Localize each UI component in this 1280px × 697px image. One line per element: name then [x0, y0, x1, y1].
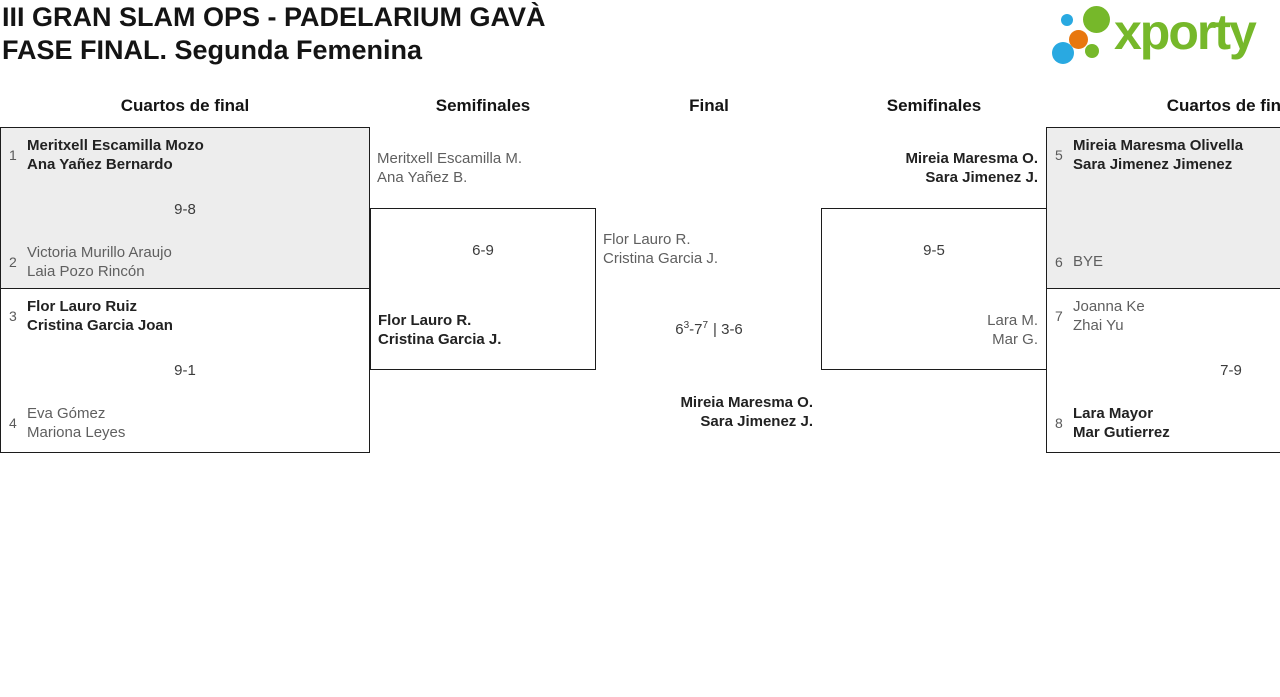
team-row: 2 Victoria Murillo Araujo Laia Pozo Rinc…: [1, 243, 369, 281]
player-name: Sara Jimenez J.: [925, 169, 1038, 186]
player-name: Flor Lauro R.: [378, 312, 472, 329]
match-score: 9-5: [923, 242, 945, 259]
team-players: Victoria Murillo Araujo Laia Pozo Rincón: [27, 243, 172, 281]
match-score: 7-9: [1220, 362, 1242, 379]
score-remaining-sets: | 3-6: [713, 321, 743, 338]
team-players: Flor Lauro Ruiz Cristina Garcia Joan: [27, 297, 173, 335]
match-score: 9-8: [174, 201, 196, 218]
logo-dot-icon: [1083, 6, 1110, 33]
player-name: Cristina Garcia J.: [378, 331, 502, 348]
final-match-score: 63-77 | 3-6: [596, 320, 822, 339]
player-name: Mariona Leyes: [27, 424, 126, 441]
logo-dot-icon: [1085, 44, 1099, 58]
player-name: Lara M.: [987, 312, 1038, 329]
team-players: Lara M. Mar G.: [987, 311, 1038, 349]
logo-dot-icon: [1061, 14, 1073, 26]
player-name: Mireia Maresma O.: [680, 394, 813, 411]
team-row: 4 Eva Gómez Mariona Leyes: [1, 404, 369, 442]
player-name: Eva Gómez: [27, 405, 106, 422]
team-players: Lara Mayor Mar Gutierrez: [1073, 404, 1170, 442]
round-header-sf-right: Semifinales: [886, 96, 982, 115]
player-name: Joanna Ke: [1073, 298, 1145, 315]
team-players: Meritxell Escamilla Mozo Ana Yañez Berna…: [27, 136, 204, 174]
team-row: 5 Mireia Maresma Olivella Sara Jimenez J…: [1047, 136, 1280, 174]
page-title: III GRAN SLAM OPS - PADELARIUM GAVÀ FASE…: [2, 1, 546, 67]
player-name: Cristina Garcia Joan: [27, 317, 173, 334]
team-players: Joanna Ke Zhai Yu: [1073, 297, 1145, 335]
player-name: Victoria Murillo Araujo: [27, 244, 172, 261]
team-row: 7 Joanna Ke Zhai Yu: [1047, 297, 1280, 335]
team-players: Flor Lauro R. Cristina Garcia J.: [603, 230, 718, 268]
logo-wordmark: xporty: [1114, 4, 1257, 60]
team-row: 8 Lara Mayor Mar Gutierrez: [1047, 404, 1280, 442]
round-header-sf-left: Semifinales: [435, 96, 531, 115]
round-header-qf-right: Cuartos de final: [1166, 96, 1280, 115]
match-score: 6-9: [472, 242, 494, 259]
match-box-sf-left: 6-9 Flor Lauro R. Cristina Garcia J.: [370, 208, 596, 370]
team-row: 6 BYE: [1047, 252, 1280, 271]
player-name: Meritxell Escamilla M.: [377, 150, 523, 167]
player-name: Mar G.: [992, 331, 1038, 348]
round-header-final: Final: [689, 96, 729, 115]
team-seed: 3: [9, 308, 17, 324]
team-seed: 4: [9, 415, 17, 431]
player-name: Sara Jimenez J.: [700, 413, 813, 430]
match-box-qf-left-2: 3 Flor Lauro Ruiz Cristina Garcia Joan 9…: [0, 288, 370, 453]
score-separator: -: [689, 321, 695, 338]
team-players: BYE: [1073, 252, 1103, 271]
score-set2-tiebreak: 7: [702, 320, 709, 331]
score-set1-tiebreak: 3: [683, 320, 690, 331]
tournament-title: III GRAN SLAM OPS - PADELARIUM GAVÀ: [2, 2, 546, 32]
team-row: 3 Flor Lauro Ruiz Cristina Garcia Joan: [1, 297, 369, 335]
team-seed: 5: [1055, 147, 1063, 163]
player-name: Ana Yañez Bernardo: [27, 156, 173, 173]
player-name: Mar Gutierrez: [1073, 424, 1170, 441]
team-players: Flor Lauro R. Cristina Garcia J.: [378, 311, 501, 349]
player-name: Lara Mayor: [1073, 405, 1154, 422]
team-players: Mireia Maresma O. Sara Jimenez J.: [680, 393, 813, 431]
player-name: Cristina Garcia J.: [603, 250, 719, 267]
match-box-qf-right-1: 5 Mireia Maresma Olivella Sara Jimenez J…: [1046, 127, 1280, 289]
player-name: Mireia Maresma O.: [905, 150, 1038, 167]
round-header-qf-left: Cuartos de final: [120, 96, 250, 115]
team-players: Meritxell Escamilla M. Ana Yañez B.: [377, 149, 522, 187]
match-score: 9-1: [174, 362, 196, 379]
team-players: Mireia Maresma O. Sara Jimenez J.: [905, 149, 1038, 187]
match-box-qf-right-2: 7 Joanna Ke Zhai Yu 7-9 8 Lara Mayor Mar…: [1046, 288, 1280, 453]
logo-dot-icon: [1052, 42, 1074, 64]
match-box-qf-left-1: 1 Meritxell Escamilla Mozo Ana Yañez Ber…: [0, 127, 370, 289]
team-seed: 1: [9, 147, 17, 163]
team-seed: 7: [1055, 308, 1063, 324]
team-seed: 6: [1055, 253, 1063, 270]
player-name: Flor Lauro R.: [603, 231, 691, 248]
player-name: Zhai Yu: [1073, 317, 1124, 334]
player-name: Sara Jimenez Jimenez: [1073, 156, 1233, 173]
team-seed: 8: [1055, 415, 1063, 431]
player-name: Flor Lauro Ruiz: [27, 298, 137, 315]
score-set2: 7: [694, 321, 703, 338]
match-box-sf-right: 9-5 Lara M. Mar G.: [821, 208, 1047, 370]
score-set1: 6: [675, 321, 684, 338]
team-row: 1 Meritxell Escamilla Mozo Ana Yañez Ber…: [1, 136, 369, 174]
team-players: Mireia Maresma Olivella Sara Jimenez Jim…: [1073, 136, 1243, 174]
team-players: Eva Gómez Mariona Leyes: [27, 404, 125, 442]
bye-label: BYE: [1073, 253, 1104, 270]
player-name: Ana Yañez B.: [377, 169, 468, 186]
team-seed: 2: [9, 254, 17, 270]
logo-dot-icon: [1069, 30, 1088, 49]
category-subtitle: FASE FINAL. Segunda Femenina: [2, 35, 423, 65]
player-name: Laia Pozo Rincón: [27, 263, 145, 280]
player-name: Mireia Maresma Olivella: [1073, 137, 1244, 154]
player-name: Meritxell Escamilla Mozo: [27, 137, 204, 154]
